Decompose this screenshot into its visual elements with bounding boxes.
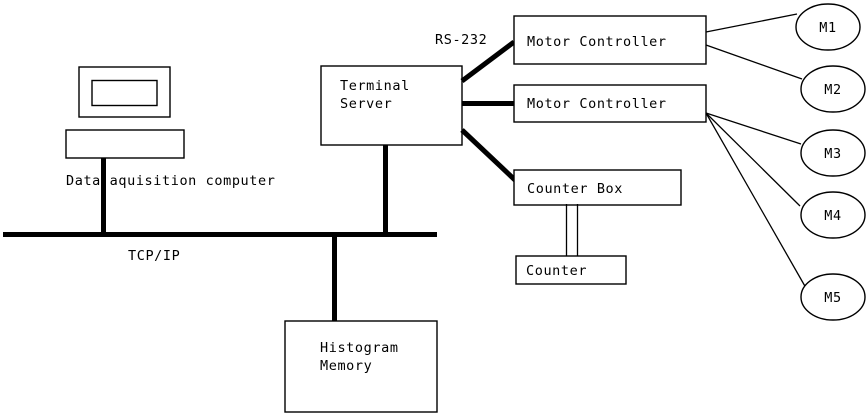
- motor-m3-shape: [800, 129, 866, 177]
- counter-label: Counter: [526, 263, 587, 279]
- motor-m1-label: M1: [819, 20, 836, 36]
- computer-label: Data aquisition computer: [66, 173, 275, 189]
- motor-controller-2-box: [513, 84, 707, 123]
- counter-box-box: [513, 169, 682, 206]
- motor-link-m2: [705, 44, 803, 80]
- rs232-label: RS-232: [435, 32, 487, 48]
- motor-m2-label: M2: [824, 82, 841, 98]
- motor-m3-label: M3: [824, 146, 841, 162]
- counter-box-label: Counter Box: [527, 181, 623, 197]
- motor-link-m1: [705, 13, 798, 33]
- terminal-server-label-line2: Server: [340, 96, 392, 112]
- motor-m2-shape: [800, 65, 866, 113]
- histogram-memory-label-line2: Memory: [320, 358, 372, 374]
- motor-m5-shape: [800, 273, 866, 321]
- counter-box: [515, 255, 627, 285]
- rs232-link-motor-controller-1: [460, 40, 516, 83]
- terminal-server-label-line1: Terminal: [340, 78, 410, 94]
- motor-link-m3: [705, 112, 802, 145]
- terminal-server-box: [320, 65, 463, 146]
- motor-link-m5: [705, 112, 807, 289]
- motor-m1-shape: [795, 3, 861, 51]
- computer-base-unit: [65, 129, 185, 159]
- computer-monitor-screen: [91, 79, 158, 107]
- motor-link-m4: [705, 112, 801, 207]
- histogram-memory-box: [284, 320, 438, 413]
- tcpip-label: TCP/IP: [128, 248, 180, 264]
- histogram-memory-label-line1: Histogram: [320, 340, 399, 356]
- motor-m4-shape: [800, 191, 866, 239]
- motor-m5-label: M5: [824, 290, 841, 306]
- motor-controller-1-box: [513, 15, 707, 65]
- motor-m4-label: M4: [824, 208, 841, 224]
- motor-controller-1-label: Motor Controller: [527, 34, 667, 50]
- rs232-link-counter-box: [460, 128, 517, 182]
- motor-controller-2-label: Motor Controller: [527, 96, 667, 112]
